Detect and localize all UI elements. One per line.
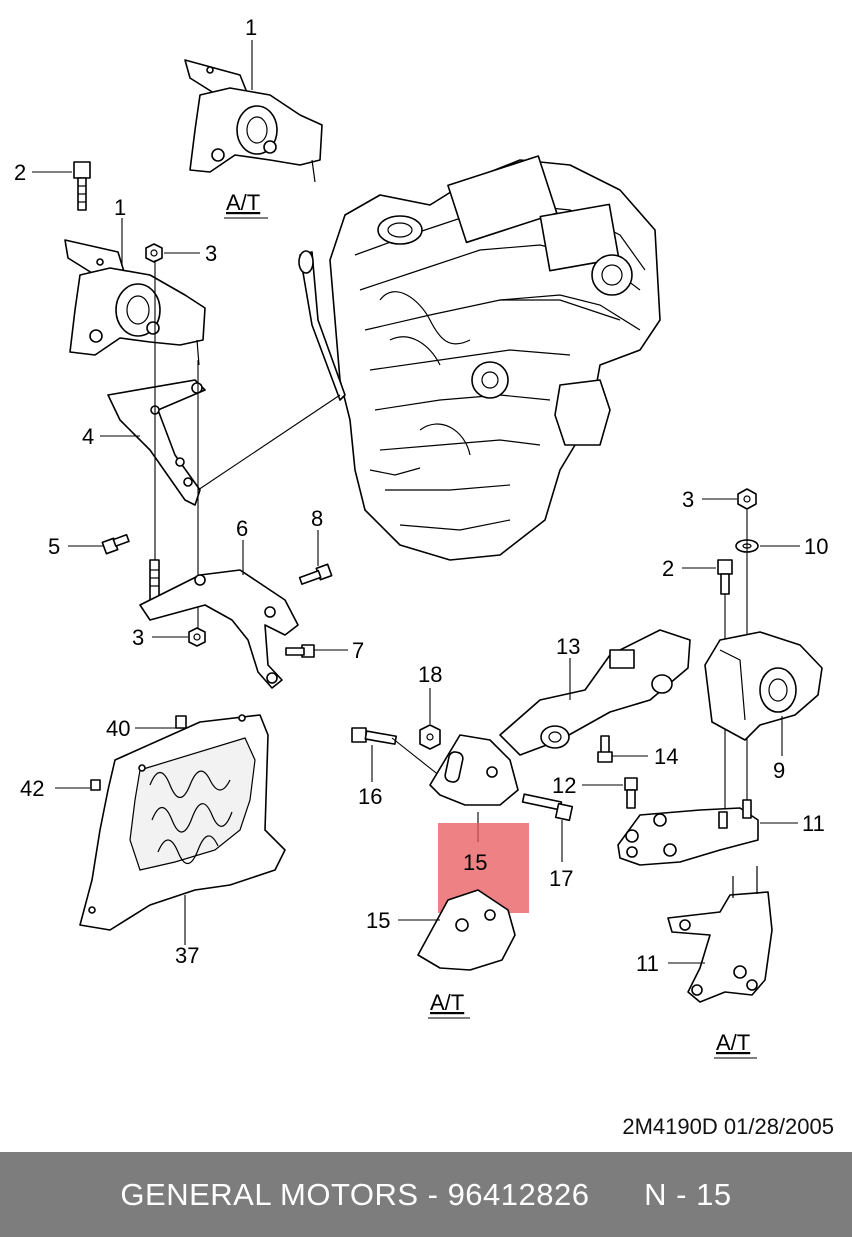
callout-17: 17 [549,866,573,891]
callout-3-lower: 3 [132,625,144,650]
callout-2-right: 2 [662,556,674,581]
callout-2-left: 2 [14,160,26,185]
bolt-42 [90,779,101,791]
bolt-8 [298,563,333,585]
footer-text: GENERAL MOTORS - 96412826 N - 15 [120,1177,732,1212]
callout-8: 8 [311,506,323,531]
footer-bar: GENERAL MOTORS - 96412826 N - 15 [0,1152,852,1237]
bracket-11-manual [617,799,759,866]
nut-3-lower [188,627,206,647]
label-at-right: A/T [716,1030,750,1055]
bracket-15-manual [429,734,519,806]
callout-1-left: 1 [114,195,126,220]
callout-6: 6 [236,516,248,541]
callout-7: 7 [352,638,364,663]
bolt-7 [285,644,315,658]
engine-mount-exploded-diagram: 1 A/T 2 1 3 4 [14,15,828,1059]
bolt-17 [521,793,574,822]
heat-shield-37 [79,714,286,931]
callout-18: 18 [418,662,442,687]
nut-3-right [737,488,757,510]
callout-1-top: 1 [245,15,257,40]
callout-4: 4 [82,424,94,449]
bolt-40 [175,715,187,729]
bracket-6 [139,569,299,689]
callout-40: 40 [106,716,130,741]
callout-9: 9 [773,758,785,783]
bracket-15-at [417,889,516,971]
callout-11-at: 11 [636,951,659,976]
callout-15-highlight: 15 [463,850,487,875]
engine-block-illustration [298,155,661,561]
nut-3-upper [145,243,163,263]
callout-14: 14 [654,744,678,769]
bolt-2-left [73,161,91,211]
engine-mount-1-manual [64,239,206,366]
nut-18 [419,724,441,750]
callout-37: 37 [175,943,199,968]
bolt-5 [101,533,130,555]
callout-42: 42 [20,776,44,801]
bolt-12 [624,777,638,809]
callout-12: 12 [552,773,576,798]
mount-bracket-13 [499,629,691,756]
callout-13: 13 [556,634,580,659]
callout-3-right: 3 [682,487,694,512]
callout-3-upper: 3 [205,241,217,266]
engine-mount-9 [704,631,823,741]
callout-11-manual: 11 [802,811,825,836]
bolt-14 [597,735,613,763]
drawing-code: 2M4190D 01/28/2005 [622,1114,834,1139]
bracket-4 [107,379,206,506]
callout-5: 5 [48,534,60,559]
label-at-top: A/T [226,190,260,215]
label-at-center: A/T [430,990,464,1015]
bolt-16 [351,727,398,745]
bracket-11-at [667,866,773,1003]
callout-15-at: 15 [366,908,390,933]
callout-10: 10 [804,534,828,559]
callout-16: 16 [358,784,382,809]
engine-mount-1-at [184,59,323,183]
bolt-2-right [717,559,733,595]
